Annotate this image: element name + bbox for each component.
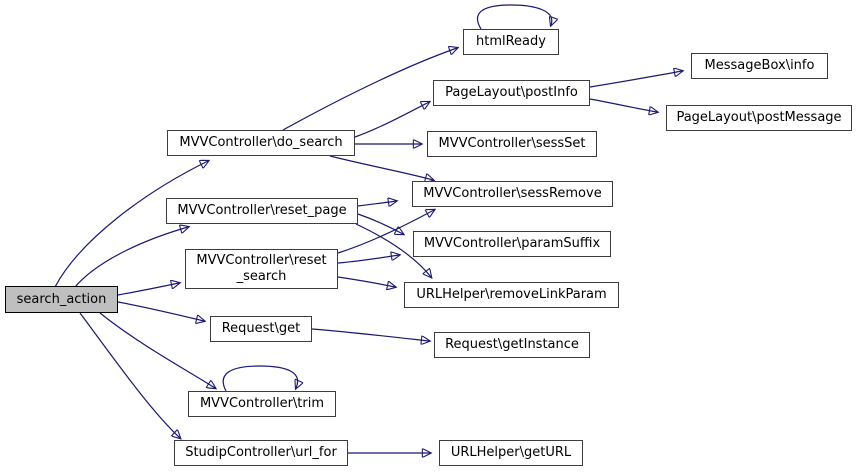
node-sessset-label: MVVController\sessSet xyxy=(438,136,586,152)
node-sessset[interactable]: MVVController\sessSet xyxy=(427,131,597,157)
node-htmlready[interactable]: htmlReady xyxy=(463,29,559,55)
node-paramsuffix-label: MVVController\paramSuffix xyxy=(423,236,601,252)
node-removelinkparam[interactable]: URLHelper\removeLinkParam xyxy=(404,282,619,308)
node-messagebox-info-label: MessageBox\info xyxy=(704,58,815,74)
node-htmlready-label: htmlReady xyxy=(476,34,546,50)
node-sessremove-label: MVVController\sessRemove xyxy=(423,186,602,202)
node-postinfo-label: PageLayout\postInfo xyxy=(445,85,578,101)
node-url-for[interactable]: StudipController\url_for xyxy=(174,440,348,466)
node-getinstance[interactable]: Request\getInstance xyxy=(434,332,590,358)
node-postinfo[interactable]: PageLayout\postInfo xyxy=(433,80,590,106)
node-reset-search[interactable]: MVVController\reset _search xyxy=(185,249,338,289)
node-search-action-label: search_action xyxy=(16,291,107,307)
edge-search_action-reset_search xyxy=(117,283,179,296)
node-postmessage[interactable]: PageLayout\postMessage xyxy=(666,105,852,131)
edge-trim-self-loop xyxy=(222,365,297,392)
edge-reset_page-paramsuffix xyxy=(357,213,403,234)
edge-reset_search-sessremove xyxy=(337,210,434,254)
edge-reset_search-removelinkparam xyxy=(337,276,395,287)
node-messagebox-info[interactable]: MessageBox\info xyxy=(691,53,828,79)
node-trim-label: MVVController\trim xyxy=(199,396,325,412)
edge-request_get-getinstance xyxy=(311,328,429,341)
node-request-get-label: Request\get xyxy=(221,321,301,337)
node-geturl[interactable]: URLHelper\getURL xyxy=(439,440,583,466)
node-geturl-label: URLHelper\getURL xyxy=(450,445,572,461)
edge-reset_page-sessremove xyxy=(357,201,396,206)
edge-search_action-do_search xyxy=(54,161,208,288)
node-sessremove[interactable]: MVVController\sessRemove xyxy=(412,181,613,207)
node-reset-page-label: MVVController\reset_page xyxy=(177,203,347,219)
edge-reset_page-removelinkparam xyxy=(355,223,431,277)
edge-do_search-htmlready xyxy=(282,48,457,131)
edge-search_action-url_for xyxy=(79,312,180,438)
edge-postinfo-postmessage xyxy=(589,98,657,112)
edge-do_search-sessremove xyxy=(329,155,433,180)
node-do-search-label: MVVController\do_search xyxy=(179,135,343,151)
edge-htmlready-self-loop xyxy=(476,4,551,30)
node-postmessage-label: PageLayout\postMessage xyxy=(676,110,842,126)
node-reset-search-label-line1: MVVController\reset xyxy=(196,253,327,269)
node-url-for-label: StudipController\url_for xyxy=(185,445,337,461)
node-getinstance-label: Request\getInstance xyxy=(445,337,579,353)
node-request-get[interactable]: Request\get xyxy=(210,316,312,342)
node-removelinkparam-label: URLHelper\removeLinkParam xyxy=(416,287,607,303)
edge-search_action-trim xyxy=(99,312,215,388)
edge-search_action-request_get xyxy=(117,301,204,321)
node-search-action[interactable]: search_action xyxy=(5,286,118,313)
node-paramsuffix[interactable]: MVVController\paramSuffix xyxy=(413,231,611,257)
node-reset-search-label-line2: _search xyxy=(236,269,287,284)
node-trim[interactable]: MVVController\trim xyxy=(188,391,336,417)
node-do-search[interactable]: MVVController\do_search xyxy=(167,130,355,156)
edge-reset_search-paramsuffix xyxy=(337,255,399,264)
edge-do_search-postinfo xyxy=(354,102,429,138)
edge-search_action-reset_page xyxy=(74,227,188,288)
edge-postinfo-messagebox_info xyxy=(589,71,682,88)
node-reset-page[interactable]: MVVController\reset_page xyxy=(166,198,358,224)
